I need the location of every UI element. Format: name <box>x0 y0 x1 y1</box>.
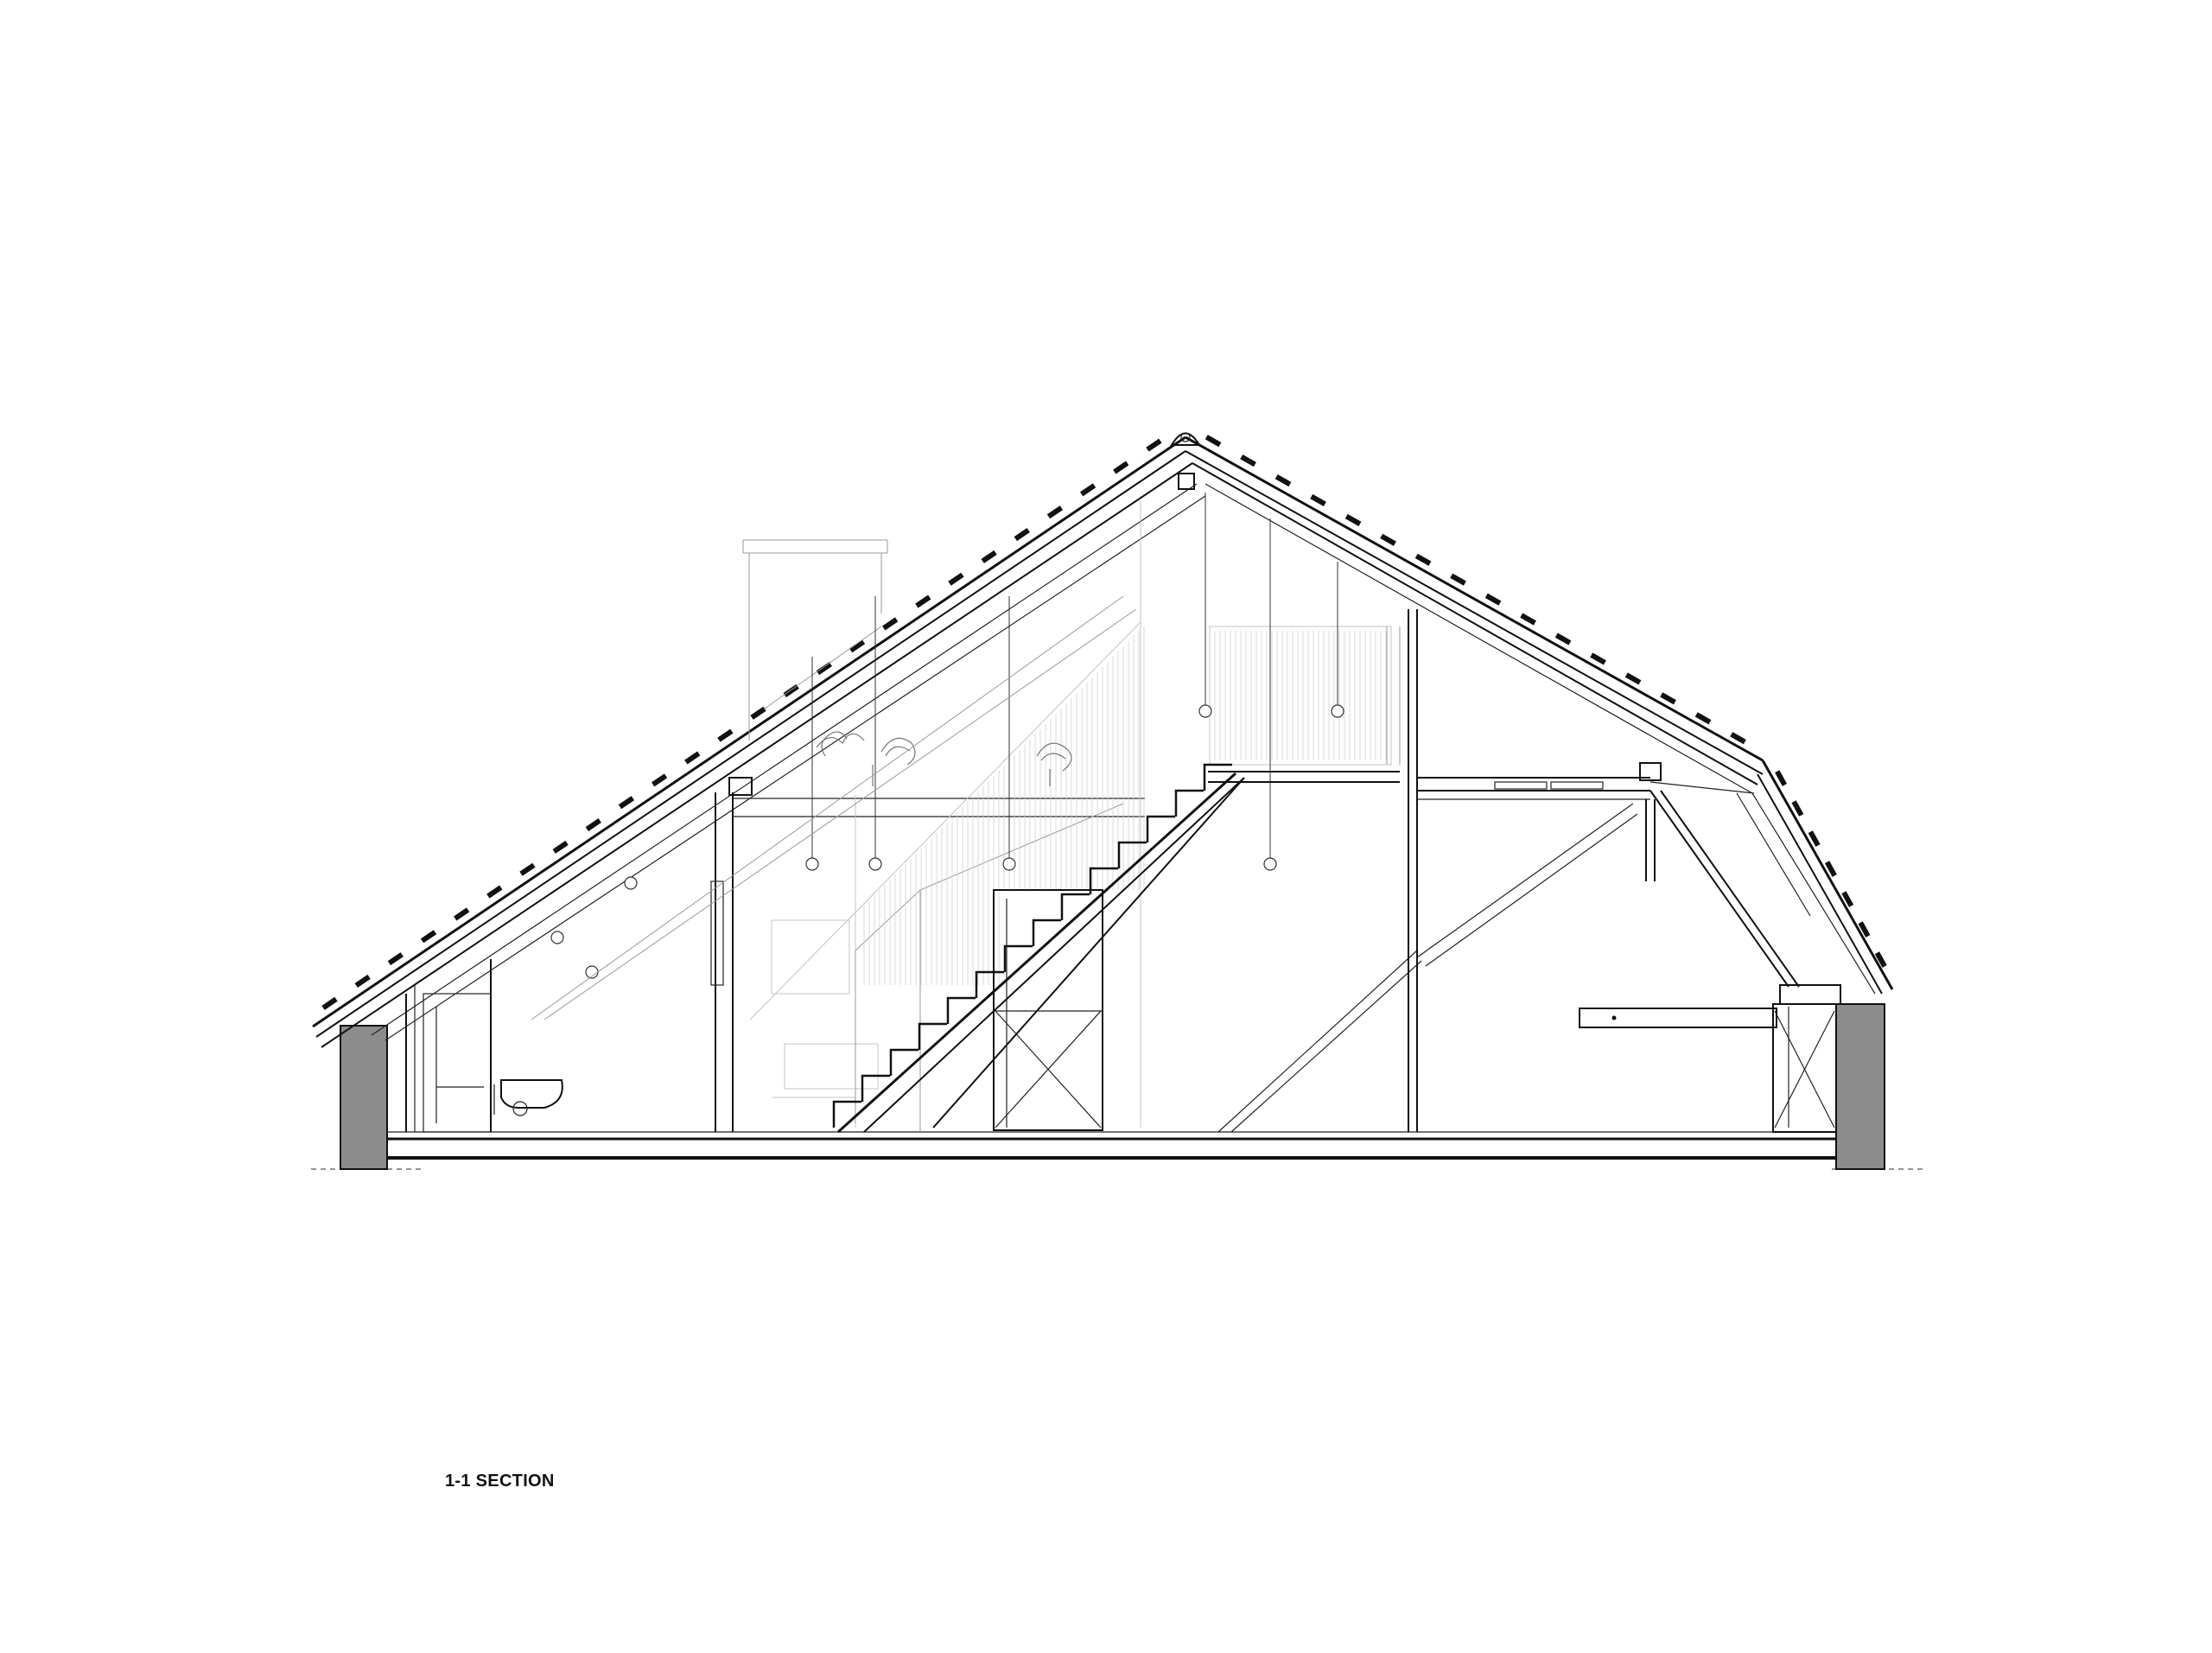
interior-partition-left <box>710 777 1145 1132</box>
roof-tile <box>1146 438 1162 452</box>
roof-tile <box>1775 770 1788 786</box>
roof-tile <box>1414 553 1432 566</box>
roof-tile <box>1590 652 1606 665</box>
pendant-lamp-icon <box>1331 704 1344 718</box>
faint-diagonals <box>531 595 1137 1020</box>
right-room <box>1417 762 1841 1133</box>
roof-tile <box>1824 861 1837 877</box>
roof-tile <box>1113 461 1129 474</box>
wall-light-icon <box>624 876 638 890</box>
roof-tile <box>816 662 832 676</box>
roof-tile <box>486 885 503 899</box>
left-wall <box>340 1025 388 1170</box>
roof-tiles <box>321 435 1887 1010</box>
roof-tile <box>618 796 635 810</box>
roof-tile <box>750 706 766 720</box>
roof-tile <box>1624 672 1642 685</box>
drawing-caption: 1-1 SECTION <box>445 1472 555 1491</box>
roof-tile <box>552 840 569 854</box>
pendant-lamp-icon <box>868 857 882 871</box>
wall-light-icon <box>550 931 564 944</box>
roof-tile <box>1205 435 1222 448</box>
pendant-lamp-icon <box>1263 857 1277 871</box>
roof-tile <box>519 862 536 876</box>
roof-tile <box>1046 505 1064 519</box>
roof-tile <box>981 550 997 563</box>
ridge-cap <box>1170 432 1201 490</box>
roof-tile <box>1694 712 1712 725</box>
roof-tile <box>1274 474 1292 487</box>
roof-tile <box>1730 732 1746 745</box>
roof-tile <box>1240 455 1256 467</box>
roof-tile <box>1380 533 1396 546</box>
pendant-lamp-icon <box>805 857 819 871</box>
roof-tile <box>387 952 404 966</box>
roof-tile <box>882 617 899 631</box>
diagonal-brace <box>1217 803 1638 1133</box>
roof-tile <box>1014 528 1030 542</box>
roof-right-slope <box>1185 436 1894 995</box>
roof-tile <box>717 728 734 742</box>
left-bathroom <box>405 959 563 1133</box>
chimney <box>742 539 888 741</box>
roof-tile <box>1660 692 1676 705</box>
roof-tile <box>1841 891 1854 907</box>
roof-tile <box>1484 593 1502 606</box>
roof-tile <box>915 594 931 608</box>
roof-tile <box>1520 613 1536 626</box>
roof-tile <box>651 773 668 787</box>
plant-right <box>1036 742 1072 786</box>
roof-tile <box>454 907 470 921</box>
roof-tile <box>1858 921 1871 938</box>
roof-tile <box>948 572 964 586</box>
roof-tile <box>1344 513 1362 526</box>
roof-tile <box>1808 830 1821 847</box>
stair-balustrade-hatch <box>863 626 1387 985</box>
central-post <box>1408 609 1418 1132</box>
roof-tile <box>1554 633 1572 645</box>
roof-tile <box>1791 800 1804 817</box>
roof-tile <box>1310 493 1326 507</box>
right-wall <box>1835 1003 1885 1170</box>
floor-slab <box>386 1131 1837 1160</box>
roof-tile <box>1079 483 1096 497</box>
roof-tile <box>585 818 601 832</box>
roof-tile <box>849 639 866 653</box>
pendant-lamp-icon <box>1198 704 1212 718</box>
roof-tile <box>420 930 437 944</box>
closet-doors <box>993 889 1103 1131</box>
pendant-lamp-icon <box>1002 857 1016 871</box>
roof-tile <box>354 974 371 988</box>
plant-left <box>816 731 916 786</box>
pendant-lamps <box>550 493 1344 979</box>
staircase <box>832 763 1400 1134</box>
roof-tile <box>1874 951 1887 968</box>
roof-tile <box>321 996 338 1010</box>
toilet-icon <box>500 1079 563 1109</box>
roof-tile <box>684 751 701 765</box>
roof-tile <box>1450 573 1466 586</box>
